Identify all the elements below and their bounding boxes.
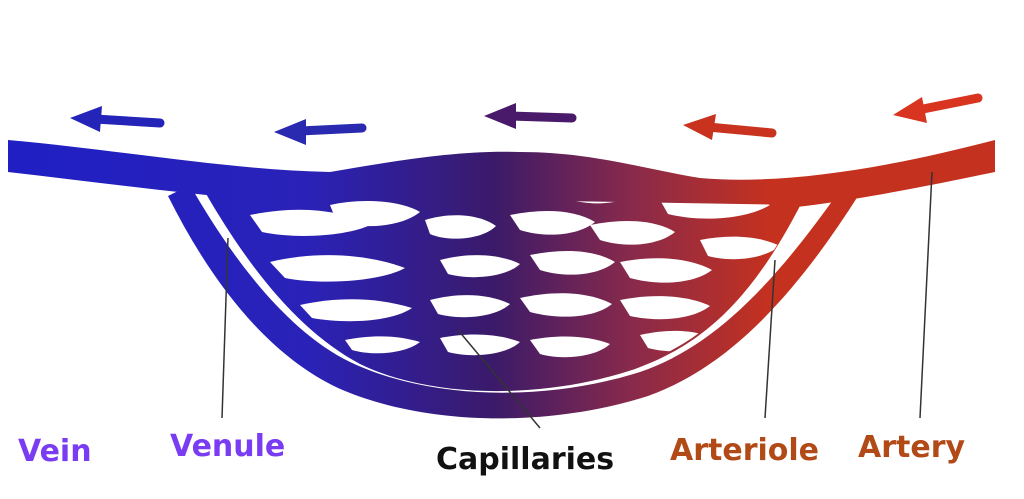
flow-arrow-1: [70, 106, 165, 132]
flow-arrow-2: [274, 119, 367, 145]
arteriole-label: Arteriole: [670, 433, 820, 468]
artery-leader-line: [919, 171, 933, 419]
artery-label: Artery: [858, 430, 966, 465]
flow-arrow-3: [484, 103, 577, 129]
lower-vessel: [168, 185, 858, 419]
capillary-network: [250, 195, 780, 358]
main-vessel: [8, 140, 995, 212]
capillaries-leader-line: [457, 329, 541, 429]
flow-arrow-5: [893, 93, 983, 123]
venule-leader-line: [221, 237, 229, 419]
capillaries-label: Capillaries: [436, 442, 615, 477]
flow-arrow-4: [683, 114, 777, 140]
vein-label: Vein: [18, 434, 92, 469]
arteriole-leader-line: [764, 259, 776, 419]
venule-label: Venule: [170, 429, 286, 464]
